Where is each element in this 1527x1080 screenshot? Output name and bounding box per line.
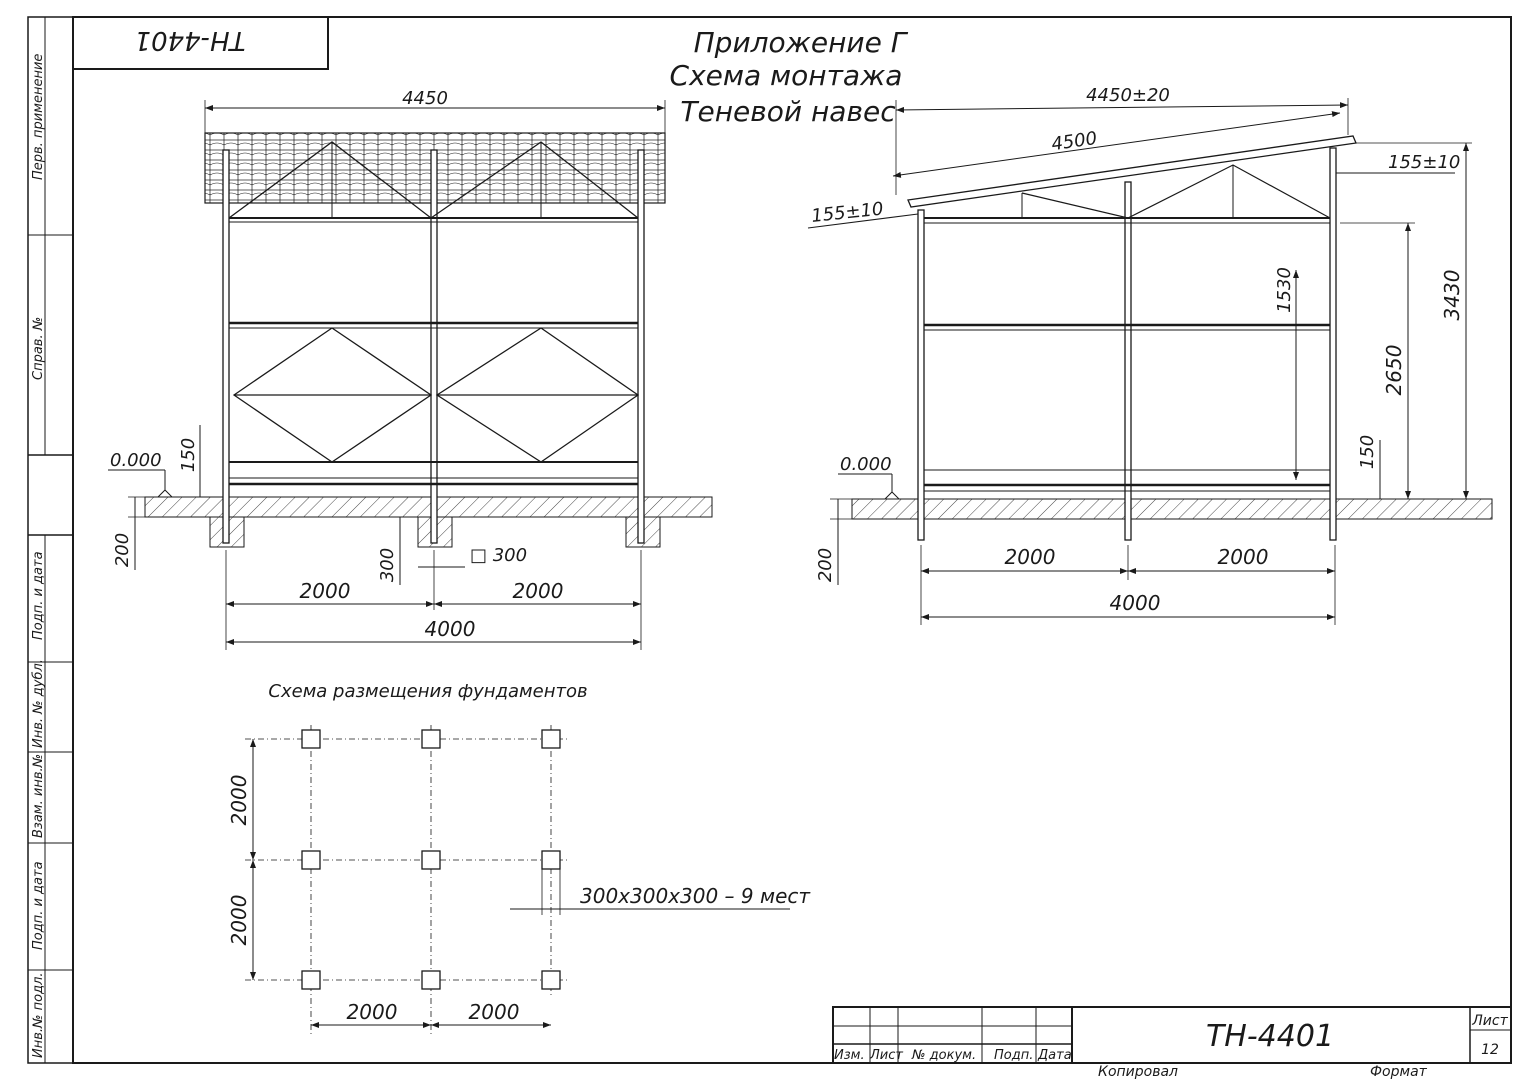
stamp-code: ТН-4401 — [135, 25, 246, 55]
vzam-inv-label: Взам. инв.№ — [31, 754, 46, 838]
plan-h2: 2000 — [469, 1000, 520, 1024]
tb-code: ТН-4401 — [1206, 1019, 1334, 1054]
plan-h1: 2000 — [347, 1000, 398, 1024]
plan-v1: 2000 — [227, 775, 251, 826]
front-span2: 2000 — [513, 579, 564, 603]
tb-kopiroval: Копировал — [1098, 1064, 1178, 1080]
title-block: Изм. Лист № докум. Подп. Дата ТН-4401 Ли… — [832, 1006, 1512, 1080]
inv-dubl-label: Инв. № дубл. — [31, 659, 46, 748]
front-depth200: 200 — [112, 533, 133, 567]
header-line2: Схема монтажа — [670, 59, 903, 92]
side-view: 4450±20 4500 155±10 155±10 1530 2650 343… — [807, 85, 1493, 625]
drawing-frame — [27, 16, 1512, 1064]
plan-note: 300x300x300 – 9 мест — [580, 884, 811, 908]
side-h3430: 3430 — [1440, 270, 1464, 321]
side-total: 4000 — [1110, 591, 1161, 615]
plan-v2: 2000 — [227, 895, 251, 946]
tb-izm: Изм. — [834, 1048, 865, 1063]
header-line1: Приложение Г — [694, 26, 909, 59]
side-h2650: 2650 — [1382, 345, 1406, 396]
side-depth200: 200 — [815, 548, 836, 582]
front-total: 4000 — [425, 617, 476, 641]
tb-doc: № докум. — [911, 1048, 976, 1063]
tb-list: Лист — [869, 1048, 903, 1063]
side-h1530: 1530 — [1274, 267, 1295, 313]
foundation-plan: Схема размещения фундаментов 2000 2000 2… — [227, 681, 811, 1035]
perv-label: Перв. применение — [31, 54, 46, 180]
sprav-label: Справ. № — [31, 317, 46, 380]
front-span1: 2000 — [300, 579, 351, 603]
header-line3: Теневой навес — [680, 95, 896, 128]
side-h150: 150 — [1357, 435, 1378, 469]
tb-format: Формат — [1370, 1064, 1428, 1080]
front-width-dim: 4450 — [402, 88, 448, 109]
sheet-header: Приложение Г Схема монтажа Теневой навес — [670, 26, 909, 128]
tb-data: Дата — [1037, 1048, 1072, 1063]
front-square: □ 300 — [470, 545, 527, 566]
front-h150: 150 — [178, 438, 199, 472]
front-found300: 300 — [377, 548, 398, 582]
side-level: 0.000 — [840, 454, 892, 475]
side-span1: 2000 — [1005, 545, 1056, 569]
tb-podp: Подп. — [994, 1048, 1033, 1063]
side-overhang-right: 155±10 — [1388, 152, 1460, 173]
front-level: 0.000 — [110, 450, 162, 471]
side-width-dim: 4450±20 — [1086, 85, 1170, 106]
side-roof-len: 4500 — [1050, 128, 1098, 155]
podp-date-label: Подп. и дата — [31, 551, 46, 640]
side-span2: 2000 — [1218, 545, 1269, 569]
inv-podl-label: Инв.№ подл. — [31, 972, 46, 1058]
side-overhang-left: 155±10 — [810, 199, 884, 227]
front-view: 4450 150 0.000 200 300 □ 300 2000 2000 4… — [108, 88, 713, 650]
plan-title: Схема размещения фундаментов — [268, 681, 587, 702]
tb-list-label: Лист — [1471, 1013, 1508, 1029]
tb-list-no: 12 — [1481, 1042, 1499, 1058]
side-columns: Перв. применение Справ. № Подп. и дата И… — [31, 54, 46, 1058]
podp-date-label-2: Подп. и дата — [31, 861, 46, 950]
code-stamp: ТН-4401 — [72, 16, 329, 70]
